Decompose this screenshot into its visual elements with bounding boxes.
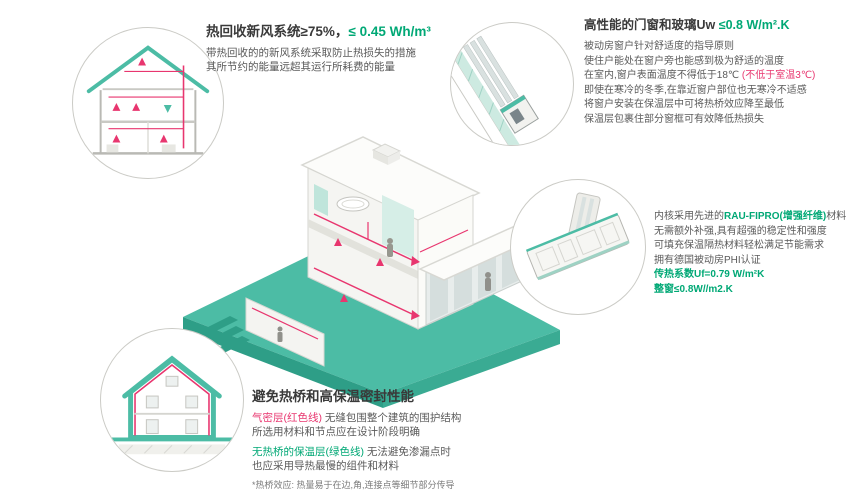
windows-line1: 被动房窗户针对舒适度的指导原则 bbox=[584, 41, 734, 52]
windows-line3-text: 在室内,窗户表面温度不得低于18℃ bbox=[584, 70, 742, 81]
windows-title: 高性能的门窗和玻璃Uw ≤0.8 W/m².K bbox=[584, 14, 862, 33]
profile-line2: 无需额外补强,具有超强的稳定性和强度 bbox=[654, 225, 827, 237]
windows-line4: 即使在寒冷的冬季,在靠近窗户部位也无寒冷不适感 bbox=[584, 84, 807, 96]
insulated-house-icon bbox=[108, 355, 236, 455]
heat-recovery-line2: 其所节约的能量远超其运行所耗费的能量 bbox=[206, 61, 395, 73]
windows-title-text: 高性能的门窗和玻璃Uw bbox=[584, 18, 719, 32]
windows-body: 被动房窗户针对舒适度的指导原则 使住户能处在窗户旁也能感到极为舒适的温度 在室内… bbox=[584, 40, 862, 127]
thermal-body: 气密层(红色线) 无缝包围整个建筑的围护结构 所选用材料和节点应在设计阶段明确 … bbox=[252, 411, 592, 492]
rooftop-unit bbox=[371, 143, 402, 165]
main-block bbox=[300, 136, 481, 330]
thermal-envelope-detail-circle bbox=[100, 328, 244, 472]
house-cutaway-illustration bbox=[183, 136, 572, 408]
windows-line3: 在室内,窗户表面温度不得低于18℃ (不低于室温3℃) bbox=[584, 69, 862, 84]
thermal-title: 避免热桥和高保温密封性能 bbox=[252, 389, 414, 404]
basement-room bbox=[245, 297, 325, 367]
thermal-insulation-label: 无热桥的保温层(绿色线) bbox=[252, 446, 364, 458]
heat-recovery-house-icon bbox=[86, 45, 210, 155]
thermal-section: 避免热桥和高保温密封性能 气密层(红色线) 无缝包围整个建筑的围护结构 所选用材… bbox=[252, 385, 592, 492]
window-profile-icon bbox=[525, 192, 630, 281]
profile-line4: 拥有德国被动房PHI认证 bbox=[654, 254, 761, 266]
heat-recovery-section: 热回收新风系统≥75%，≤ 0.45 Wh/m³ 带热回收的的新风系统采取防止热… bbox=[206, 20, 551, 74]
thermal-line4: 也应采用导热最慢的组件和材料 bbox=[252, 460, 399, 472]
thermal-airtight-label: 气密层(红色线) bbox=[252, 412, 322, 424]
profile-uf-value: 传热系数Uf=0.79 W/m²K bbox=[654, 269, 765, 280]
window-glazing-detail-circle bbox=[450, 22, 574, 146]
profile-uw-value: 整窗≤0.8W//m2.K bbox=[654, 283, 733, 295]
profile-line1: 内核采用先进的RAU-FIPRO(增强纤维)材料 bbox=[654, 210, 864, 225]
heat-recovery-body: 带热回收的的新风系统采取防止热损失的措施 其所节约的能量远超其运行所耗费的能量 bbox=[206, 46, 551, 74]
window-glazing-icon bbox=[451, 35, 539, 145]
thermal-footnote: *热桥效应: 热量易于在边,角,连接点等细节部分传导 bbox=[252, 480, 455, 490]
ground-platform bbox=[183, 227, 560, 408]
heat-recovery-title-text: 热回收新风系统≥75%， bbox=[206, 24, 349, 39]
windows-line2: 使住户能处在窗户旁也能感到极为舒适的温度 bbox=[584, 55, 784, 67]
windows-line5: 将窗户安装在保温层中可将热桥效应降至最低 bbox=[584, 99, 784, 110]
thermal-line3: 无热桥的保温层(绿色线) 无法避免渗漏点时 bbox=[252, 445, 592, 459]
heat-recovery-line1: 带热回收的的新风系统采取防止热损失的措施 bbox=[206, 47, 416, 59]
thermal-line1: 气密层(红色线) 无缝包围整个建筑的围护结构 bbox=[252, 411, 592, 425]
profile-section: 内核采用先进的RAU-FIPRO(增强纤维)材料 无需额外补强,具有超强的稳定性… bbox=[654, 210, 864, 297]
heat-recovery-title-value: ≤ 0.45 Wh/m³ bbox=[348, 24, 431, 39]
windows-section: 高性能的门窗和玻璃Uw ≤0.8 W/m².K 被动房窗户针对舒适度的指导原则 … bbox=[584, 14, 862, 127]
heat-recovery-detail-circle bbox=[72, 27, 224, 179]
thermal-line1-text: 无缝包围整个建筑的围护结构 bbox=[322, 412, 462, 424]
windows-title-value: ≤0.8 W/m².K bbox=[718, 18, 790, 32]
profile-line1-text: 内核采用先进的 bbox=[654, 211, 724, 222]
occupant-figure-upper bbox=[387, 238, 393, 257]
window-profile-detail-circle bbox=[510, 179, 646, 315]
thermal-line2: 所选用材料和节点应在设计阶段明确 bbox=[252, 426, 420, 438]
heat-recovery-title: 热回收新风系统≥75%，≤ 0.45 Wh/m³ bbox=[206, 20, 551, 40]
windows-line3-highlight: (不低于室温3℃) bbox=[741, 70, 816, 81]
thermal-line3-text: 无法避免渗漏点时 bbox=[364, 446, 451, 458]
profile-line3: 可填充保温隔热材料轻松满足节能需求 bbox=[654, 240, 824, 251]
windows-line6: 保温层包裹住部分窗框可有效降低热损失 bbox=[584, 113, 764, 125]
profile-line1-suffix: 材料 bbox=[826, 211, 847, 222]
ventilation-ducts bbox=[313, 213, 469, 320]
profile-line1-material: RAU-FIPRO(增强纤维) bbox=[724, 211, 827, 222]
